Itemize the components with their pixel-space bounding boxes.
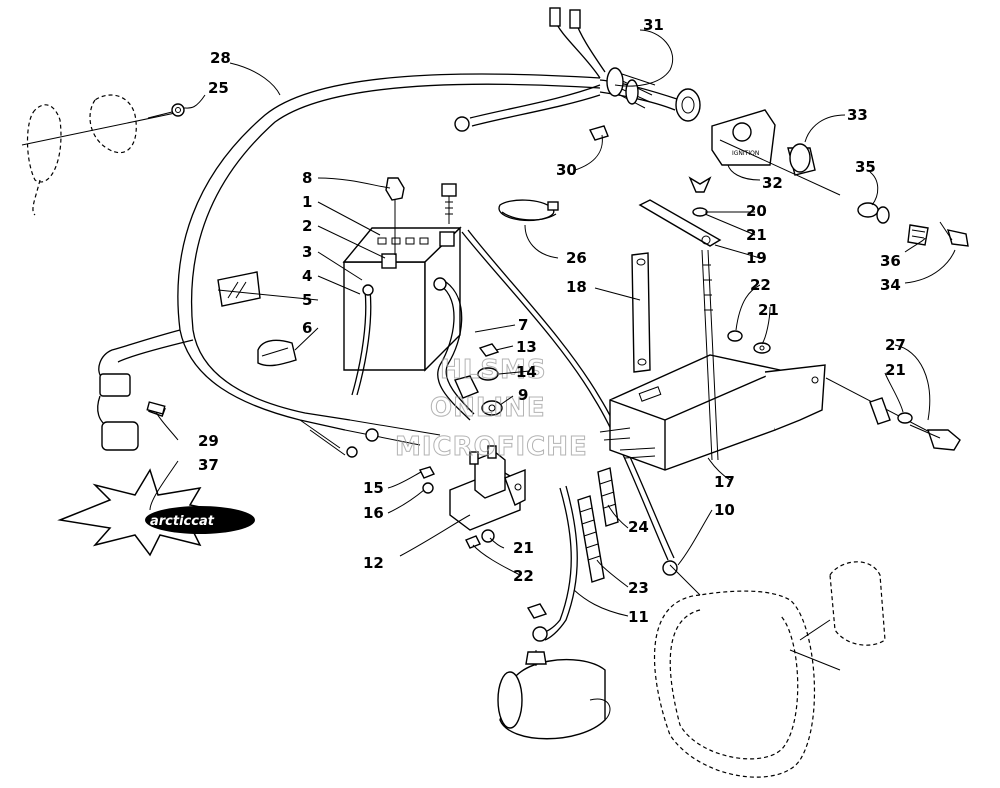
watermark-line-2: ONLINE xyxy=(430,393,546,423)
label-25: 25 xyxy=(208,79,229,97)
bolt-top xyxy=(441,183,457,224)
label-13: 13 xyxy=(516,338,537,356)
label-9: 9 xyxy=(518,386,528,404)
battery-decal xyxy=(217,271,261,307)
label-21d: 21 xyxy=(513,539,534,557)
label-32: 32 xyxy=(762,174,783,192)
label-7: 7 xyxy=(518,316,528,334)
label-22b: 22 xyxy=(513,567,534,585)
cable-tie xyxy=(498,199,559,222)
mount-bolt xyxy=(825,377,961,451)
watermark-line-3: MICROFICHE xyxy=(395,432,588,462)
label-21b: 21 xyxy=(758,301,779,319)
label-1: 1 xyxy=(302,193,312,211)
label-24: 24 xyxy=(628,518,649,536)
label-33: 33 xyxy=(847,106,868,124)
label-2: 2 xyxy=(302,217,312,235)
ignition-switch: IGNITION xyxy=(711,109,969,247)
fuse xyxy=(146,401,166,415)
harness-connector xyxy=(454,7,701,141)
cable-sleeves xyxy=(526,467,619,642)
taillight-assembly xyxy=(21,94,185,216)
label-36: 36 xyxy=(880,252,901,270)
label-23: 23 xyxy=(628,579,649,597)
battery-tray xyxy=(599,249,826,471)
label-30: 30 xyxy=(556,161,577,179)
label-18: 18 xyxy=(566,278,587,296)
label-21c: 21 xyxy=(885,361,906,379)
watermark-line-1: HLSMS xyxy=(440,355,547,385)
flywheel-housing xyxy=(654,561,886,778)
svg-text:IGNITION: IGNITION xyxy=(732,150,759,157)
label-3: 3 xyxy=(302,243,312,261)
label-35: 35 xyxy=(855,158,876,176)
part-labels: 28 25 31 30 33 32 35 36 34 8 1 2 3 4 5 6… xyxy=(198,16,906,626)
battery xyxy=(342,177,462,396)
label-12: 12 xyxy=(363,554,384,572)
watermark: HLSMS ONLINE MICROFICHE xyxy=(395,355,588,463)
label-5: 5 xyxy=(302,291,312,309)
label-29: 29 xyxy=(198,432,219,450)
label-17: 17 xyxy=(714,473,735,491)
label-21a: 21 xyxy=(746,226,767,244)
label-8: 8 xyxy=(302,169,312,187)
label-31: 31 xyxy=(643,16,664,34)
label-14: 14 xyxy=(516,363,537,381)
label-15: 15 xyxy=(363,479,384,497)
label-34: 34 xyxy=(880,276,901,294)
label-27: 27 xyxy=(885,336,906,354)
tray-washers xyxy=(727,330,771,354)
battery-cables xyxy=(433,229,678,576)
label-19: 19 xyxy=(746,249,767,267)
battery-pad xyxy=(257,339,297,367)
svg-text:arcticcat: arcticcat xyxy=(150,514,215,529)
label-20: 20 xyxy=(746,202,767,220)
leader-lines xyxy=(149,29,956,617)
hold-down-strap xyxy=(631,176,722,373)
label-28: 28 xyxy=(210,49,231,67)
terminal-hardware xyxy=(454,343,503,416)
label-37: 37 xyxy=(198,456,219,474)
label-6: 6 xyxy=(302,319,312,337)
label-10: 10 xyxy=(714,501,735,519)
arcticcat-logo: arcticcat xyxy=(57,468,255,557)
starter-motor xyxy=(497,650,611,740)
label-22a: 22 xyxy=(750,276,771,294)
starter-solenoid xyxy=(419,445,526,549)
label-4: 4 xyxy=(302,267,312,285)
label-16: 16 xyxy=(363,504,384,522)
label-11: 11 xyxy=(628,608,649,626)
label-26: 26 xyxy=(566,249,587,267)
